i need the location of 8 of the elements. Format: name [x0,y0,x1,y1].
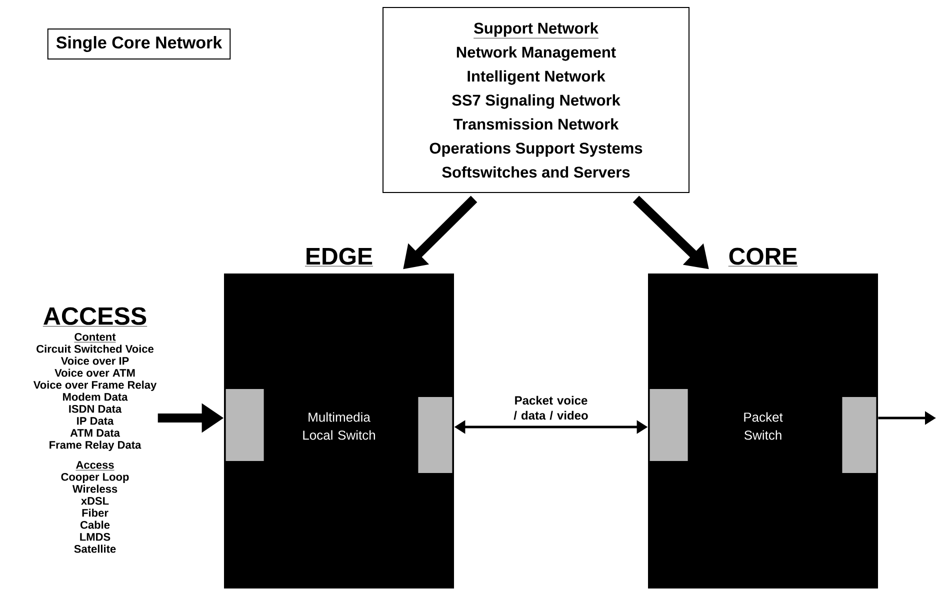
access-list: ACCESS Content Circuit Switched Voice Voice over IP Voice over ATM Voice over Frame Relay Modem Data ISDN Data IP Data ATM Data Frame Relay Data Access Cooper Loop Wireless xDSL Fiber Cable LMDS Satellite [33,307,157,553]
title-box: Single Core Network [47,28,231,60]
switch-box: CORE Packet Switch [648,248,878,588]
edge-label: Packet voice / data / video [514,396,588,420]
support-box: Support Network Network Management Intelligent Network SS7 Signaling Network Transmission Network Operations Support Systems Softswitches and Servers [382,7,690,193]
node-label: EDGE [306,248,372,265]
switch-box: EDGE Multimedia Local Switch [224,248,454,588]
node-label: CORE [729,248,797,265]
